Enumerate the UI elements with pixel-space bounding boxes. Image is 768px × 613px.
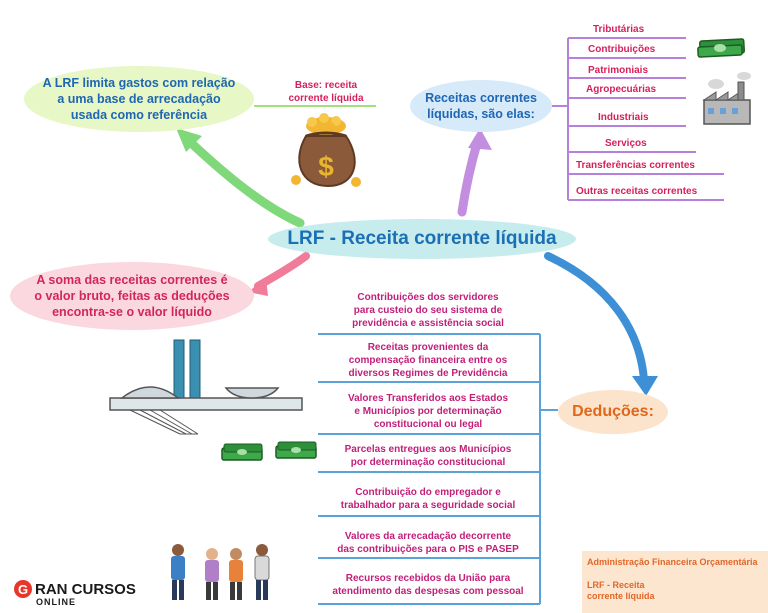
revenues-line-2: líquidas, são elas: bbox=[427, 107, 535, 121]
info-box-subtitle: LRF - Receita corrente líquida bbox=[587, 580, 655, 602]
cash-stack-icon bbox=[221, 441, 317, 461]
deduction-item: Contribuições dos servidores para custei… bbox=[318, 291, 538, 330]
base-label-line-2: corrente líquida bbox=[288, 93, 364, 104]
revenue-item: Outras receitas correntes bbox=[576, 186, 698, 197]
limit-line-2: a uma base de arrecadação bbox=[57, 92, 221, 106]
deduction-line: Recursos recebidos da União para bbox=[345, 573, 511, 584]
deduction-item: Contribuição do empregador e trabalhador… bbox=[318, 486, 538, 512]
deduction-line: das contribuições para o PIS e PASEP bbox=[337, 544, 519, 555]
limit-line-1: A LRF limita gastos com relação bbox=[42, 76, 236, 90]
deduction-line: previdência e assistência social bbox=[352, 318, 504, 329]
deduction-connectors bbox=[318, 333, 558, 605]
brand-sub: ONLINE bbox=[36, 597, 77, 607]
deduction-item: Valores da arrecadação decorrente das co… bbox=[318, 530, 538, 556]
central-node: LRF - Receita corrente líquida bbox=[268, 219, 576, 259]
deduction-line: Contribuições dos servidores bbox=[357, 292, 499, 303]
limit-line-3: usada como referência bbox=[70, 108, 208, 122]
congress-building-icon bbox=[109, 339, 303, 435]
arrow-to-deductions bbox=[544, 252, 648, 384]
deduction-line: atendimento das despesas com pessoal bbox=[332, 586, 524, 597]
sum-line-3: encontra-se o valor líquido bbox=[52, 305, 212, 319]
deduction-line: por determinação constitucional bbox=[350, 457, 506, 468]
arrowhead-blue bbox=[632, 376, 658, 396]
info-box-line-1: LRF - Receita bbox=[587, 580, 645, 590]
base-label: Base: receita corrente líquida bbox=[276, 79, 376, 105]
revenue-item: Industriais bbox=[598, 112, 649, 123]
revenue-connectors bbox=[552, 37, 724, 201]
revenue-item: Agropecuárias bbox=[586, 84, 657, 95]
deduction-item: Valores Transferidos aos Estados e Munic… bbox=[318, 392, 538, 431]
cash-stack-icon bbox=[697, 38, 745, 58]
revenue-item: Tributárias bbox=[593, 24, 645, 35]
svg-text:$: $ bbox=[318, 151, 334, 182]
revenues-line-1: Receitas correntes bbox=[425, 91, 537, 105]
info-box-title: Administração Financeira Orçamentária bbox=[587, 557, 758, 567]
deduction-line: Parcelas entregues aos Municípios bbox=[344, 444, 512, 455]
sum-bubble: A soma das receitas correntes é o valor … bbox=[10, 262, 254, 330]
sum-line-1: A soma das receitas correntes é bbox=[36, 273, 228, 287]
info-box bbox=[582, 551, 768, 613]
arrow-to-limit bbox=[183, 135, 305, 228]
sum-line-2: o valor bruto, feitas as deduções bbox=[34, 289, 230, 303]
arrow-to-revenues bbox=[457, 135, 483, 217]
revenue-item: Patrimoniais bbox=[588, 65, 649, 76]
central-label: LRF - Receita corrente líquida bbox=[287, 228, 557, 249]
arrowhead-purple bbox=[468, 128, 492, 150]
revenue-item: Contribuições bbox=[588, 44, 656, 55]
revenues-bubble: Receitas correntes líquidas, são elas: bbox=[410, 80, 552, 132]
revenue-item: Transferências correntes bbox=[576, 160, 695, 171]
deduction-line: compensação financeira entre os bbox=[348, 355, 508, 366]
deduction-line: trabalhador para a seguridade social bbox=[340, 500, 516, 511]
deduction-line: Valores da arrecadação decorrente bbox=[344, 531, 512, 542]
people-group-icon bbox=[171, 544, 270, 600]
deduction-line: para custeio do seu sistema de bbox=[353, 305, 503, 316]
deduction-line: constitucional ou legal bbox=[373, 419, 483, 430]
brand-name: RAN CURSOS bbox=[35, 580, 136, 598]
deduction-item: Parcelas entregues aos Municípios por de… bbox=[318, 443, 538, 469]
money-bag-icon: $ bbox=[291, 113, 361, 188]
revenue-item: Serviços bbox=[605, 138, 647, 149]
deduction-item: Recursos recebidos da União para atendim… bbox=[318, 572, 538, 598]
info-box-line-2: corrente líquida bbox=[587, 591, 655, 601]
deduction-line: Contribuição do empregador e bbox=[355, 487, 501, 498]
deductions-bubble: Deduções: bbox=[558, 390, 668, 434]
deduction-line: e Municípios por determinação bbox=[354, 406, 502, 417]
brand-logo-icon: G bbox=[14, 580, 32, 598]
brand-logo: G RAN CURSOS bbox=[14, 580, 136, 598]
limit-bubble: A LRF limita gastos com relação a uma ba… bbox=[24, 66, 254, 132]
factory-icon bbox=[702, 72, 751, 125]
deductions-label: Deduções: bbox=[572, 403, 654, 420]
base-label-line-1: Base: receita bbox=[294, 80, 358, 91]
deduction-line: diversos Regimes de Previdência bbox=[348, 368, 508, 379]
arrowhead-green bbox=[176, 128, 202, 152]
deduction-item: Receitas provenientes da compensação fin… bbox=[318, 341, 538, 380]
deduction-line: Receitas provenientes da bbox=[367, 342, 489, 353]
deduction-line: Valores Transferidos aos Estados bbox=[347, 393, 509, 404]
